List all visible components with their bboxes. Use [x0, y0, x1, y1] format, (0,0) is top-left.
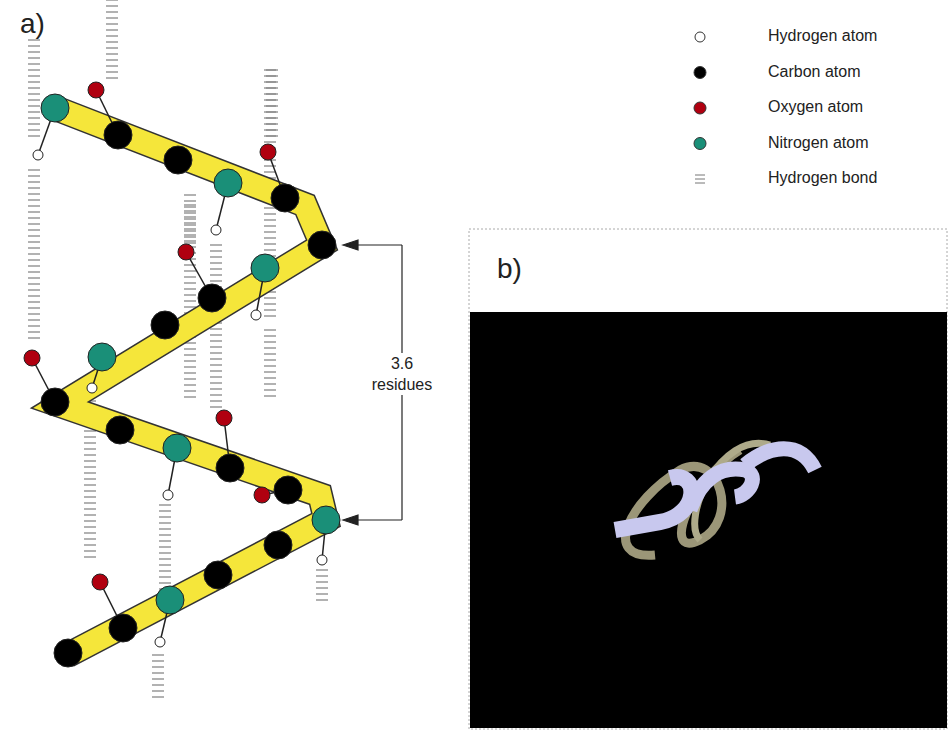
side-bonds — [32, 90, 326, 642]
backbone-band — [55, 108, 326, 655]
legend-text: Oxygen atom — [768, 98, 863, 116]
backbone-outline — [55, 108, 326, 655]
panel-frame — [469, 229, 947, 729]
legend-text: Nitrogen atom — [768, 134, 869, 152]
legend-swatch — [694, 67, 706, 79]
legend-text: Hydrogen bond — [768, 169, 877, 187]
legend-swatch — [694, 138, 706, 150]
legend-samples — [694, 32, 706, 183]
ribbon-helix — [615, 443, 815, 555]
viewer-background — [470, 312, 947, 728]
legend-swatch — [694, 102, 706, 114]
legend-swatch — [695, 32, 705, 42]
legend-bond-sample — [695, 175, 705, 183]
legend-text: Carbon atom — [768, 63, 861, 81]
panel-label: b) — [497, 253, 522, 285]
panel-label: a) — [20, 8, 45, 40]
hydrogen-bonds — [28, 0, 328, 697]
dimension-label: 3.6 residues — [364, 353, 440, 395]
atoms — [24, 82, 340, 667]
legend-text: Hydrogen atom — [768, 27, 877, 45]
